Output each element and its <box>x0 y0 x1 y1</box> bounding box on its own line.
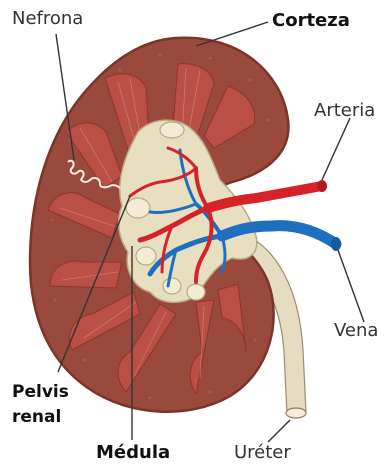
label-nefrona: Nefrona <box>12 10 83 28</box>
label-vena: Vena <box>334 322 378 340</box>
label-pelvis-line2: renal <box>12 405 69 430</box>
artery-opening <box>317 180 327 192</box>
vein-opening <box>331 237 341 251</box>
label-arteria: Arteria <box>314 102 375 120</box>
label-corteza: Corteza <box>272 12 350 30</box>
label-ureter: Uréter <box>234 444 291 462</box>
label-medula: Médula <box>96 444 170 462</box>
label-pelvis-line1: Pelvis <box>12 380 69 405</box>
label-pelvis-renal: Pelvis renal <box>12 380 69 430</box>
ureter-opening <box>286 408 306 418</box>
